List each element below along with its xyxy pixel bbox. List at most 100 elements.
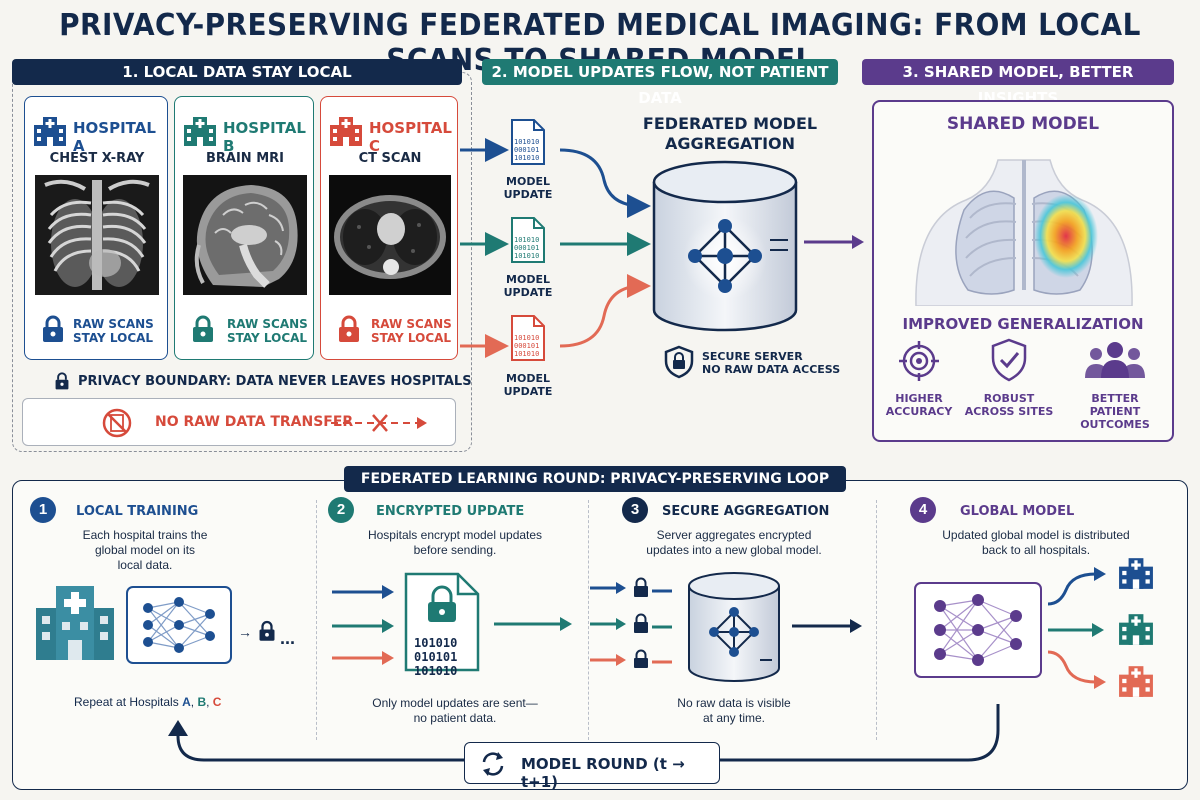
label-line: MODEL — [506, 372, 550, 385]
arrow-right — [494, 617, 572, 631]
raw-line-1: RAW SCANS — [227, 317, 308, 331]
binary-line: 000101 — [514, 146, 540, 154]
hospital-b-name: HOSPITAL B — [223, 119, 306, 155]
return-loop-arrow — [168, 704, 1000, 762]
repeat-a: A — [182, 695, 191, 709]
hospital-c-name: HOSPITAL C — [369, 119, 452, 155]
desc-line: Hospitals encrypt model updates — [367, 528, 543, 542]
hospital-building-icon — [36, 586, 114, 660]
section-3-banner: 3. SHARED MODEL, BETTER INSIGHTS — [862, 59, 1174, 107]
model-update-doc-icon — [511, 315, 545, 361]
repeat-label: Repeat at Hospitals — [74, 695, 179, 709]
encrypted-document-icon — [404, 572, 480, 672]
raw-line-1: RAW SCANS — [73, 317, 154, 331]
raw-line-2: STAY LOCAL — [227, 331, 308, 345]
lock-icon — [55, 372, 69, 390]
step-4-number: 4 — [910, 497, 936, 523]
desc-line: Each hospital trains the — [82, 528, 208, 542]
lock-icon — [339, 315, 359, 342]
step-2-number: 2 — [328, 497, 354, 523]
desc-line: updates into a new global model. — [646, 543, 822, 557]
arrow-right — [792, 619, 862, 633]
desc-line: before sending. — [413, 543, 497, 557]
lock-icon — [43, 315, 63, 342]
desc-line: local data. — [117, 558, 173, 572]
binary-line: 101010 — [514, 236, 540, 244]
step-2-note: Only model updates are sent—no patient d… — [330, 696, 580, 726]
raw-line-1: RAW SCANS — [371, 317, 452, 331]
neural-network-icon — [126, 586, 232, 664]
comma: , — [206, 695, 210, 709]
loop-banner: FEDERATED LEARNING ROUND: PRIVACY-PRESER… — [344, 466, 846, 492]
lock-icon — [193, 315, 213, 342]
binary-line: 101010 — [514, 252, 540, 260]
refresh-icon — [482, 752, 504, 776]
repeat-b: B — [197, 695, 207, 709]
note-line: at any time. — [702, 711, 766, 725]
hospital-icon — [1119, 558, 1153, 589]
hospital-icon — [330, 117, 362, 146]
label-line: UPDATE — [503, 188, 553, 201]
binary-line: 101010 — [514, 350, 540, 358]
label-line: BETTER PATIENT — [1089, 392, 1141, 418]
arrow-to-shared — [804, 235, 864, 249]
desc-line: back to all hospitals. — [981, 543, 1091, 557]
binary-line: 010101 — [414, 650, 458, 664]
binary-line: 101010 — [414, 636, 458, 650]
repeat-text: Repeat at Hospitals A, B, C — [74, 695, 221, 709]
label-line: MODEL — [506, 273, 550, 286]
label-line: UPDATE — [503, 286, 553, 299]
binary-line: 000101 — [514, 342, 540, 350]
label-line: SECURE SERVER — [702, 350, 803, 363]
label-line: ACROSS SITES — [964, 405, 1054, 418]
locked-arrows — [590, 577, 672, 668]
step-4-title: GLOBAL MODEL — [960, 504, 1075, 519]
label-line: MODEL — [506, 175, 550, 188]
target-icon — [899, 341, 939, 381]
no-data-icon — [102, 408, 132, 438]
comma: , — [190, 695, 195, 709]
hospital-a-name: HOSPITAL A — [73, 119, 156, 155]
label-line: ROBUST — [983, 392, 1035, 405]
binary-line: 101010 — [514, 334, 540, 342]
desc-line: global model on its — [94, 543, 196, 557]
hospital-c-scan-label: CT SCAN — [358, 151, 422, 166]
raw-line-2: STAY LOCAL — [371, 331, 452, 345]
binary-line: 101010 — [514, 138, 540, 146]
model-round-box: MODEL ROUND (t → t+1) — [464, 742, 720, 791]
section-2-banner: 2. MODEL UPDATES FLOW, NOT PATIENT DATA — [482, 59, 838, 107]
label-line: NO RAW DATA ACCESS — [702, 363, 841, 376]
step-2-title: ENCRYPTED UPDATE — [376, 504, 525, 519]
model-update-doc-icon — [511, 217, 545, 263]
flow-arrows — [460, 138, 651, 358]
improved-generalization-text: IMPROVED GENERALIZATION — [902, 315, 1144, 333]
title-line: AGGREGATION — [664, 134, 796, 153]
lung-heatmap-illustration — [915, 159, 1133, 306]
step-3-title: SECURE AGGREGATION — [662, 504, 830, 519]
note-line: Only model updates are sent— — [372, 696, 538, 710]
divider — [588, 500, 589, 740]
hospital-icon — [1119, 614, 1153, 645]
binary-line: 000101 — [514, 244, 540, 252]
label-line: UPDATE — [503, 385, 553, 398]
no-raw-transfer-box: NO RAW DATA TRANSFER — [22, 398, 456, 446]
hospital-icon — [184, 117, 216, 146]
people-group-icon — [1085, 342, 1145, 378]
raw-line-2: STAY LOCAL — [73, 331, 154, 345]
hospital-icon — [34, 117, 66, 146]
title-line: FEDERATED MODEL — [642, 114, 818, 133]
step-1-title: LOCAL TRAINING — [76, 504, 199, 519]
label-line: ACCURACY — [885, 405, 953, 418]
